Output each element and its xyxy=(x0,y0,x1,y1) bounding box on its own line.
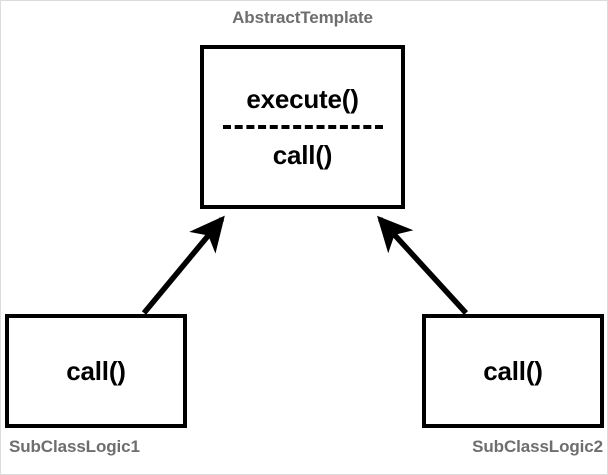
abstract-class-title: AbstractTemplate xyxy=(232,8,373,27)
subclass2-hook-call: call() xyxy=(483,356,543,386)
member-divider xyxy=(222,125,383,129)
subclass-title-subclasslogic1: SubClassLogic1 xyxy=(9,437,140,456)
subclass1-hook-call: call() xyxy=(66,356,126,386)
subclass-title-subclasslogic2: SubClassLogic2 xyxy=(472,437,603,456)
subclass-box-subclasslogic2[interactable]: call() xyxy=(422,314,604,428)
abstract-class-box[interactable]: execute() call() xyxy=(200,45,405,209)
abstract-hook-call: call() xyxy=(272,140,333,170)
abstract-operation-execute: execute() xyxy=(246,84,359,114)
generalization-edge-subclasslogic2 xyxy=(377,215,469,315)
generalization-edge-subclasslogic1 xyxy=(141,215,225,315)
subclass-box-subclasslogic1[interactable]: call() xyxy=(5,314,187,428)
